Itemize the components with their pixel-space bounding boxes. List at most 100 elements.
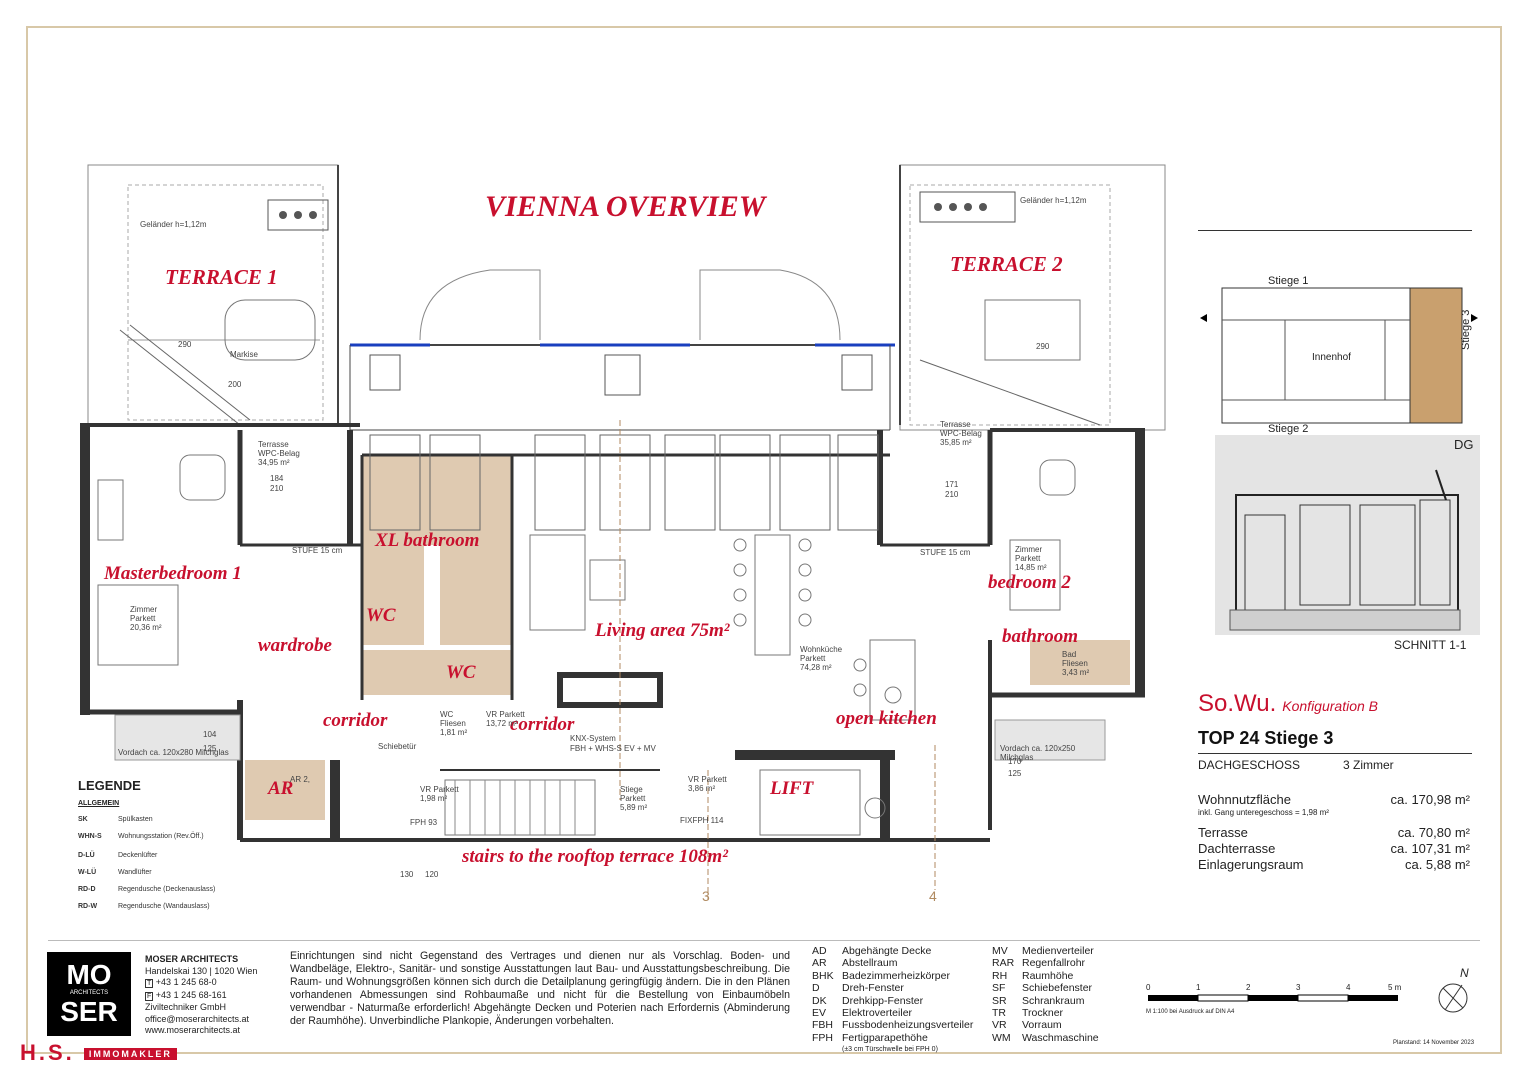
dim-125: 125 [203,744,217,753]
dim-200: 200 [228,380,242,389]
vordach-2 [994,719,1106,761]
bad-text: Bad Fliesen 3,43 m² [1062,650,1090,677]
dim-125b: 125 [1008,769,1022,778]
scale-note: M 1:100 bei Ausdruck auf DIN A4 [1146,1009,1235,1015]
vordach-1-text: Vordach ca. 120x280 Milchglas [118,748,229,757]
vordach-1 [114,714,241,761]
phone-icon: T [145,979,154,988]
furniture [97,454,1076,836]
wc-fliesen-text: WC Fliesen 1,81 m² [440,710,468,737]
vr-3-text: VR Parkett 3,86 m² [688,775,727,793]
fph93-text: FPH 93 [410,818,438,827]
zimmer-2-text: Zimmer Parkett 14,85 m² [1015,545,1047,572]
scale-tick-5: 5 m [1388,983,1402,992]
dim-290b: 290 [1036,342,1050,351]
wc-2-label: WC [446,662,476,683]
fph114-text: FIXFPH 114 [680,816,724,825]
gelaender-2-text: Geländer h=1,12m [1020,196,1087,205]
moser-logo: MO ARCHITECTS SER [47,952,131,1036]
keyplan-dg: DG [1454,437,1474,452]
axis-lines [619,420,936,900]
wc-1-label: WC [366,605,396,626]
terrace-2-label: TERRACE 2 [950,252,1063,276]
dim-290: 290 [178,340,192,349]
dim-210: 210 [270,484,284,493]
markise-text: Markise [230,350,259,359]
unit-title: So.Wu.Konfiguration B [1198,690,1378,717]
legend-subtitle: ALLGEMEIN [78,800,120,807]
unit-floor: DACHGESCHOSS [1198,758,1301,772]
divider-unit [1198,753,1472,754]
scale-tick-2: 2 [1246,983,1251,992]
xl-bathroom-label: XL bathroom [375,530,480,551]
dim-171: 171 [945,480,959,489]
axis-3-label: 3 [702,888,710,904]
stufe-1-text: STUFE 15 cm [292,546,343,555]
vr-2-text: VR Parkett 1,98 m² [420,785,459,803]
page-frame [26,26,1502,1054]
zimmer-1-text: Zimmer Parkett 20,36 m² [130,605,162,632]
living-area-label: Living area 75m² [595,620,730,641]
knx-text: KNX-System [570,734,616,743]
keyplan-stiege-2: Stiege 2 [1268,423,1309,435]
bathroom-label: bathroom [1002,626,1079,647]
dim-104: 104 [203,730,217,739]
open-kitchen-label: open kitchen [836,708,937,729]
lift-label: LIFT [770,778,814,799]
terrasse-1-text: Terrasse WPC-Belag 34,95 m² [258,440,300,467]
masterbedroom-label: Masterbedroom 1 [104,563,242,584]
footer-divider [48,940,1480,941]
terrace-1-area [87,164,339,426]
divider-top [1198,230,1472,231]
dim-210b: 210 [945,490,959,499]
north-arrow-label: N [1460,966,1469,980]
stairs-label: stairs to the rooftop terrace 108m² [462,846,728,867]
dim-130: 130 [400,870,414,879]
vr-1-text: VR Parkett 13,72 m² [486,710,525,728]
stufe-2-text: STUFE 15 cm [920,548,971,557]
window-row [369,434,879,531]
fax-icon: F [145,991,154,1001]
wet-rooms [245,455,1130,820]
stiege-text: Stiege Parkett 5,89 m² [620,785,648,812]
terrasse-2-text: Terrasse WPC-Belag 35,85 m² [940,420,982,447]
dim-170: 170 [1008,757,1022,766]
dim-184: 184 [270,474,284,483]
vordach-2-text: Vordach ca. 120x250 Milchglas [1000,744,1076,762]
unit-note: inkl. Gang unteregeschoss = 1,98 m² [1198,808,1329,817]
gelaender-1-text: Geländer h=1,12m [140,220,207,229]
bedroom-2-label: bedroom 2 [988,572,1071,593]
ar-label: AR [268,778,294,799]
disclaimer-text: Einrichtungen sind nicht Gegenstand des … [290,950,790,1027]
keyplan-schnitt: SCHNITT 1-1 [1394,638,1467,652]
keyplan-stiege-1: Stiege 1 [1268,275,1309,287]
fbh-text: FBH + WHS-S EV + MV [570,744,656,753]
schiebetuer-text: Schiebetür [378,742,417,751]
scale-tick-1: 1 [1196,983,1201,992]
scale-tick-3: 3 [1296,983,1301,992]
scale-tick-0: 0 [1146,983,1151,992]
axis-4-label: 4 [929,888,937,904]
wohnkueche-text: Wohnküche Parkett 74,28 m² [800,645,843,672]
wardrobe-label: wardrobe [258,635,332,656]
keyplan-innenhof: Innenhof [1312,352,1351,363]
terrace-1-label: TERRACE 1 [165,265,278,289]
planstand: Planstand: 14 November 2023 [1393,1040,1475,1046]
scale-tick-4: 4 [1346,983,1351,992]
corridor-2-label: corridor [510,714,575,735]
unit-rooms: 3 Zimmer [1343,758,1394,772]
corridor-1-label: corridor [323,710,388,731]
